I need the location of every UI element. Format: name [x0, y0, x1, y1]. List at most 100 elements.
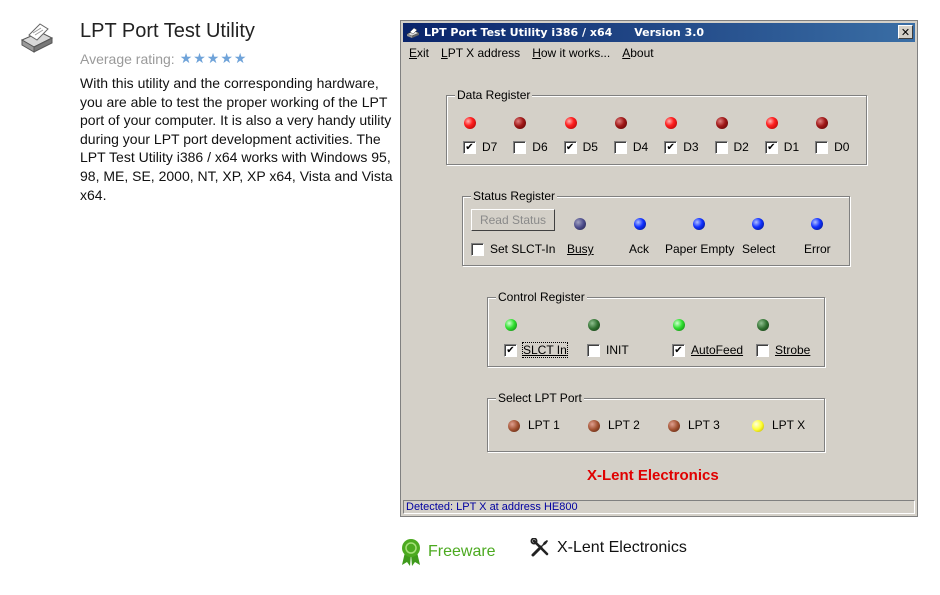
- status-led-error: [811, 218, 823, 230]
- control-checkbox-autofeed[interactable]: ✔ AutoFeed: [672, 343, 743, 357]
- checkbox-box[interactable]: ✔: [672, 343, 685, 357]
- data-checkbox-d2[interactable]: D2: [714, 140, 749, 154]
- port-led-lptx[interactable]: [752, 420, 764, 432]
- status-led-select: [752, 218, 764, 230]
- star-icon: ★★★★★: [179, 50, 248, 66]
- data-register-group: Data Register ✔ D7 D6 ✔ D5 D4 ✔ D3 D2 ✔ D1 D0: [446, 88, 867, 165]
- status-led-busy: [574, 218, 586, 230]
- control-led-slct-in: [505, 319, 517, 331]
- select-port-group: Select LPT Port LPT 1 LPT 2 LPT 3 LPT X: [487, 391, 825, 452]
- checkbox-box[interactable]: [714, 140, 728, 154]
- data-bit-label: D6: [532, 140, 548, 154]
- port-option-lpt3[interactable]: LPT 3: [688, 418, 720, 432]
- control-line-label: SLCT In: [522, 342, 568, 358]
- port-led-lpt2[interactable]: [588, 420, 600, 432]
- menu-item-about[interactable]: About: [622, 46, 654, 60]
- port-option-lptx[interactable]: LPT X: [772, 418, 806, 432]
- checkbox-box[interactable]: [815, 140, 829, 154]
- data-checkbox-d3[interactable]: ✔ D3: [664, 140, 699, 154]
- checkbox-box[interactable]: [613, 140, 627, 154]
- control-line-label: AutoFeed: [691, 343, 744, 357]
- status-register-label: Status Register: [471, 189, 558, 203]
- status-label-paper-empty: Paper Empty: [665, 242, 735, 256]
- data-checkbox-d1[interactable]: ✔ D1: [764, 140, 800, 154]
- window-titlebar: LPT Port Test Utility i386 / x64 Version…: [403, 23, 915, 42]
- checkbox-box[interactable]: [756, 343, 769, 357]
- window-title: LPT Port Test Utility i386 / x64: [424, 26, 613, 39]
- status-label-ack: Ack: [629, 242, 650, 256]
- data-bit-label: D2: [733, 140, 749, 154]
- data-checkbox-d6[interactable]: D6: [513, 140, 548, 154]
- data-led-d2: [715, 117, 728, 129]
- data-bit-label: D3: [683, 140, 699, 154]
- license-row: Freeware: [400, 538, 496, 566]
- control-register-group: Control Register ✔ SLCT In INIT ✔ AutoFeed St…: [487, 290, 825, 367]
- status-bar: Detected: LPT X at address HE800: [403, 500, 915, 514]
- printer-icon: [20, 23, 54, 53]
- window-version: Version 3.0: [634, 26, 705, 39]
- checkbox-box[interactable]: ✔: [504, 343, 517, 357]
- checkbox-box[interactable]: ✔: [463, 140, 476, 154]
- freeware-ribbon-icon: [402, 539, 420, 566]
- menu-bar: Exit LPT X address How it works... About: [409, 46, 654, 60]
- rating-row: Average rating: ★★★★★: [80, 50, 247, 67]
- read-status-button[interactable]: Read Status: [471, 209, 555, 231]
- checkbox-box[interactable]: ✔: [664, 140, 678, 154]
- menu-item-exit[interactable]: Exit: [409, 46, 430, 60]
- status-label-select: Select: [742, 242, 776, 256]
- data-bit-label: D0: [834, 140, 850, 154]
- data-checkbox-d4[interactable]: D4: [613, 140, 649, 154]
- checkbox-box[interactable]: [587, 343, 600, 357]
- data-led-d6: [514, 117, 527, 129]
- data-led-d0: [816, 117, 829, 129]
- control-checkbox-slct-in[interactable]: ✔ SLCT In: [504, 342, 568, 358]
- data-led-d1: [765, 117, 778, 129]
- data-register-label: Data Register: [455, 88, 533, 102]
- checkbox-box[interactable]: [513, 140, 527, 154]
- close-button[interactable]: ✕: [898, 25, 913, 39]
- control-led-autofeed: [673, 319, 685, 331]
- control-checkbox-strobe[interactable]: Strobe: [756, 343, 810, 357]
- set-slct-in-checkbox[interactable]: Set SLCT-In: [471, 242, 555, 256]
- port-option-lpt1[interactable]: LPT 1: [528, 418, 560, 432]
- license-label: Freeware: [428, 543, 496, 560]
- checkbox-box[interactable]: ✔: [563, 140, 577, 154]
- data-bit-label: D4: [632, 140, 649, 154]
- control-register-label: Control Register: [496, 290, 587, 304]
- developer-row: X-Lent Electronics: [530, 538, 687, 558]
- status-led-ack: [634, 218, 646, 230]
- data-led-d7: [464, 117, 476, 129]
- data-led-d3: [665, 117, 678, 129]
- brand-label: X-Lent Electronics: [587, 467, 719, 484]
- menu-item-lpt-x-address[interactable]: LPT X address: [441, 46, 521, 60]
- data-checkbox-d5[interactable]: ✔ D5: [563, 140, 598, 154]
- data-led-d5: [564, 117, 577, 129]
- port-led-lpt1[interactable]: [508, 420, 520, 432]
- control-led-strobe: [757, 319, 769, 331]
- status-led-paper-empty: [693, 218, 705, 230]
- port-option-lpt2[interactable]: LPT 2: [608, 418, 640, 432]
- checkbox-box[interactable]: ✔: [764, 140, 778, 154]
- control-led-init: [588, 319, 600, 331]
- data-bit-label: D1: [783, 140, 800, 154]
- rating-label: Average rating:: [80, 50, 175, 67]
- status-label-error: Error: [804, 242, 831, 256]
- data-checkbox-d0[interactable]: D0: [815, 140, 849, 154]
- data-checkbox-d7[interactable]: ✔ D7: [463, 140, 497, 154]
- data-bit-label: D7: [482, 140, 498, 154]
- app-description: With this utility and the corresponding …: [80, 75, 393, 203]
- set-slct-in-label: Set SLCT-In: [490, 242, 556, 256]
- data-bit-label: D5: [582, 140, 598, 154]
- menu-item-how-it-works[interactable]: How it works...: [532, 46, 611, 60]
- checkbox-box[interactable]: [471, 242, 484, 256]
- printer-icon: [406, 27, 420, 38]
- developer-label: X-Lent Electronics: [557, 539, 687, 556]
- control-checkbox-init[interactable]: INIT: [587, 343, 629, 357]
- tools-icon: [530, 538, 549, 557]
- app-window: LPT Port Test Utility i386 / x64 Version…: [400, 20, 918, 517]
- port-led-lpt3[interactable]: [668, 420, 680, 432]
- control-line-label: Strobe: [775, 343, 811, 357]
- data-led-d4: [614, 117, 627, 129]
- select-port-label: Select LPT Port: [496, 391, 584, 405]
- status-register-group: Status Register Read Status Set SLCT-In …: [462, 189, 850, 266]
